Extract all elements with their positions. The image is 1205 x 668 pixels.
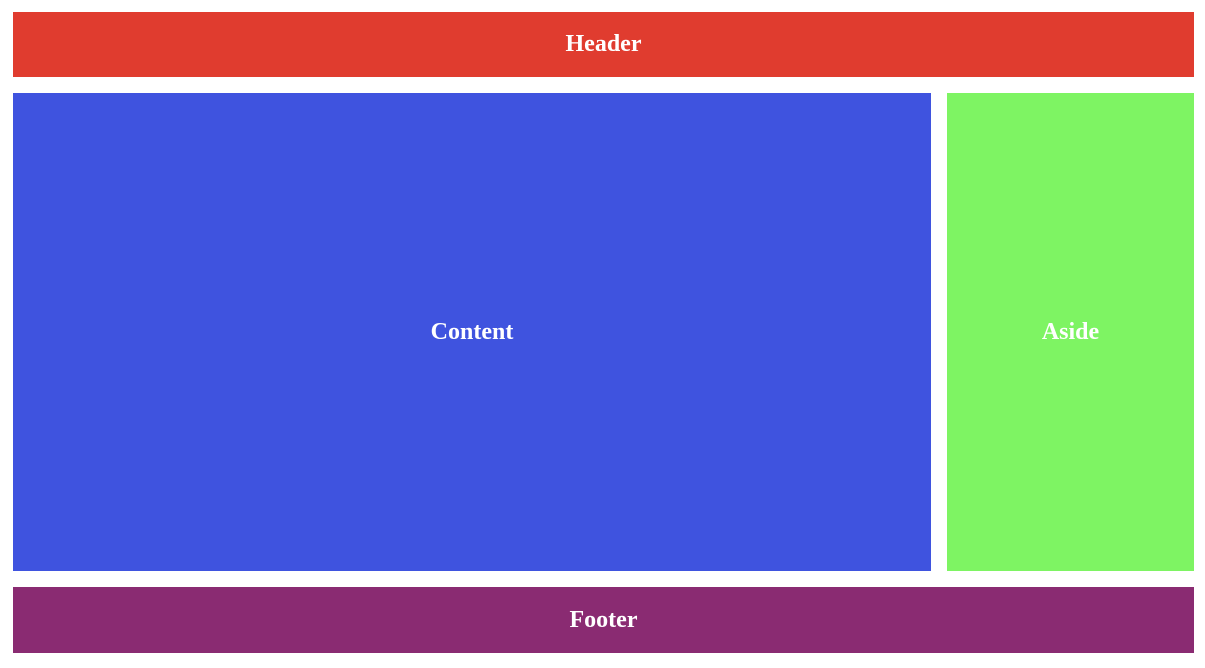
content-label: Content xyxy=(430,318,514,345)
header-label: Header xyxy=(565,31,642,57)
content-region: Content xyxy=(13,93,931,571)
footer-region: Footer xyxy=(13,587,1194,653)
aside-label: Aside xyxy=(1041,318,1100,345)
header-region: Header xyxy=(13,12,1194,77)
page-layout-grid: Header Content Aside Footer xyxy=(13,12,1194,653)
footer-label: Footer xyxy=(569,606,638,633)
aside-region: Aside xyxy=(947,93,1194,571)
